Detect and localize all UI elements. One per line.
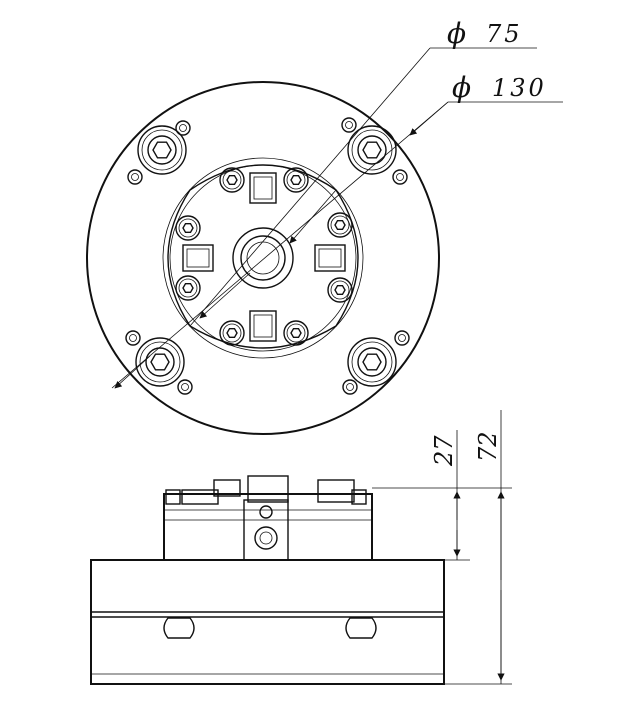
dimension-d130-symbol: ϕ [452,71,471,104]
dimension-d75-symbol: ϕ [447,17,466,50]
base-outer-circle [86,81,440,435]
screw [283,320,309,346]
dimension-h72-value: 72 [474,431,502,462]
screw [327,277,353,303]
pin [175,120,191,136]
screw [219,320,245,346]
screw [283,167,309,193]
jaws-side [165,475,367,505]
top-view [86,81,440,435]
side-view [90,475,445,685]
dimension-d75: ϕ 75 [189,17,537,327]
pin [341,117,357,133]
inner-chuck-body [162,157,364,359]
jaw-slot-right [314,244,346,272]
screw [175,215,201,241]
center-block-side [243,499,289,561]
pin [127,169,143,185]
jaw-slot-top [249,172,277,204]
pin [392,169,408,185]
dimension-h72: 72 [444,410,512,685]
pin [394,330,410,346]
pin [342,379,358,395]
jaw-slot-bottom [249,310,277,342]
jaw-slots [182,172,346,342]
bolt [347,337,397,387]
screw [327,212,353,238]
screw [219,167,245,193]
dimension-d75-value: 75 [486,20,523,48]
base-plate [90,559,445,685]
center-bore [232,227,294,289]
clamp-screws [175,167,353,346]
pin [125,330,141,346]
pin [177,379,193,395]
dimension-d130-value: 130 [492,74,547,102]
screw [175,275,201,301]
dimension-d130: ϕ 130 [111,71,563,389]
slot-right [345,617,377,639]
dimension-h27-value: 27 [430,435,458,467]
jaw-slot-left [182,244,214,272]
slot-left [163,617,195,639]
dimension-h27: 27 [372,430,470,561]
